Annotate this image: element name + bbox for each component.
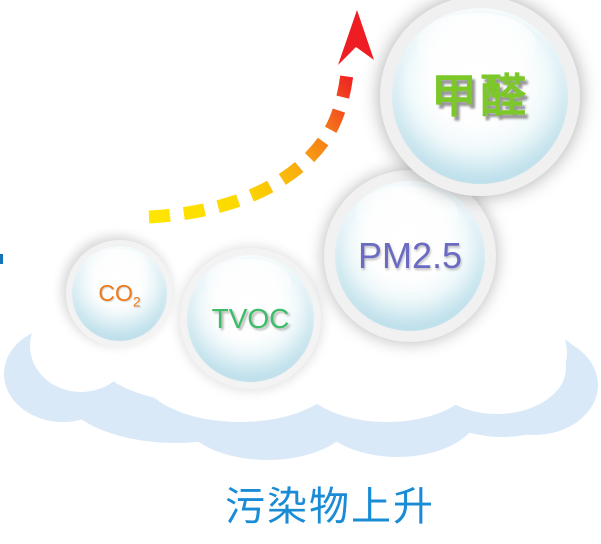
bubble-co2-label: CO2 [98, 280, 140, 309]
bubble-co2: CO2 [72, 246, 167, 341]
cloud-body-puff [428, 322, 566, 414]
arrow-dashed-path [148, 73, 354, 224]
bubble-pm25-label: PM2.5 [357, 235, 463, 276]
co2-subscript: 2 [132, 293, 141, 310]
bubble-formaldehyde: 甲醛 [392, 8, 568, 184]
bubble-formaldehyde-label: 甲醛 [431, 70, 529, 122]
bubble-pm25: PM2.5 [335, 181, 485, 331]
left-edge-artifact [0, 254, 3, 264]
co2-text: CO [98, 280, 133, 306]
bubble-tvoc-label: TVOC [211, 302, 290, 334]
arrow-head [338, 10, 374, 65]
caption-pollutants-rising: 污染物上升 [225, 485, 435, 529]
bubble-tvoc: TVOC [187, 255, 314, 382]
